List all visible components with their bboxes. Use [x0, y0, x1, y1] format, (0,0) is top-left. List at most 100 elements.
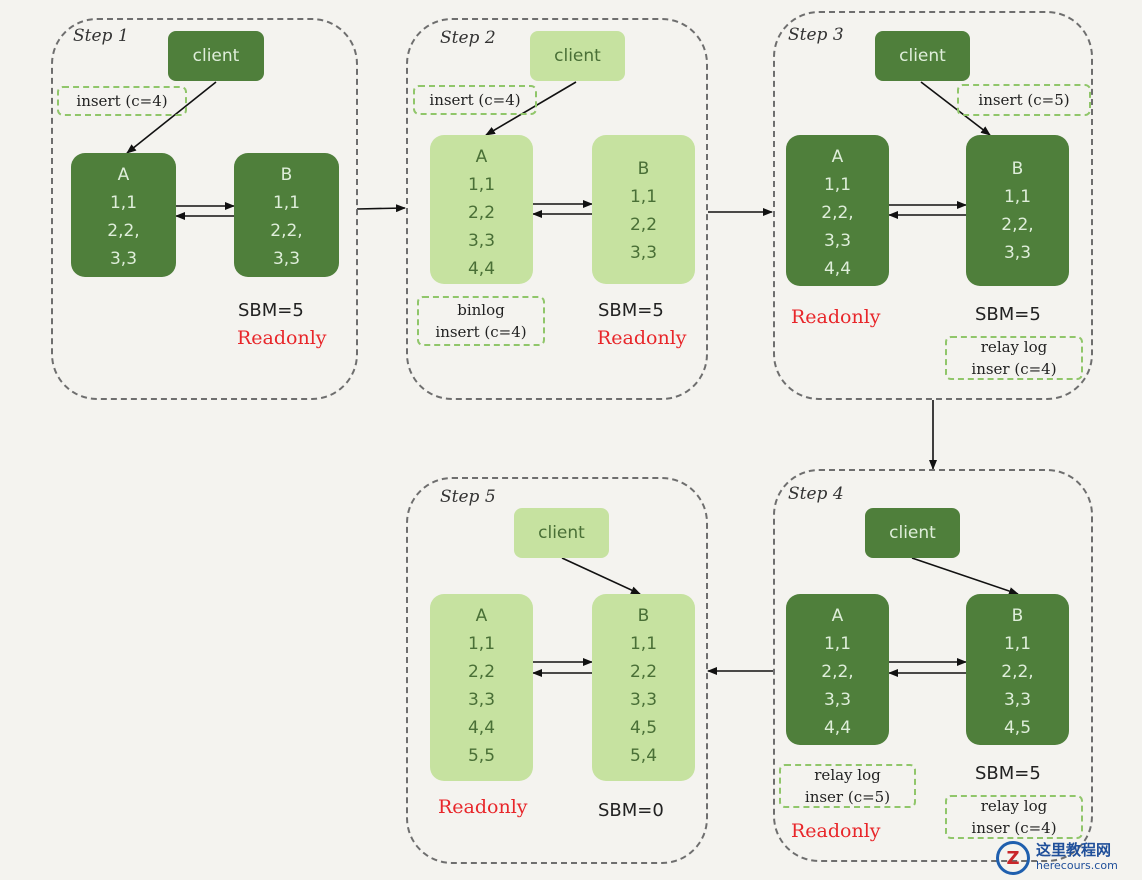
step-2-client-note-text: insert (c=4) — [429, 91, 521, 109]
db-row: 3,3 — [467, 231, 496, 251]
step-5-label: Step 5 — [440, 487, 496, 507]
step-3-db-a: A 1,1 2,2, 3,3 4,4 — [786, 135, 889, 286]
db-row: 3,3 — [1003, 690, 1032, 710]
db-row: 1,1 — [467, 634, 496, 654]
step-3-label: Step 3 — [788, 25, 844, 45]
db-row: 4,4 — [467, 718, 496, 738]
step-1-db-b: B 1,1 2,2, 3,3 — [234, 153, 339, 277]
db-row: 5,4 — [629, 746, 658, 766]
watermark-text: 这里教程网 herecours.com — [1036, 842, 1118, 874]
db-name: A — [475, 606, 488, 626]
relaylog-line: inser (c=5) — [804, 788, 891, 806]
relaylog-line: inser (c=4) — [971, 819, 1057, 837]
watermark: Z 这里教程网 herecours.com — [996, 838, 1138, 878]
step-3-client-note-text: insert (c=5) — [978, 91, 1070, 109]
step-4-frame — [773, 469, 1093, 862]
step-5-frame — [406, 477, 708, 864]
step-4-readonly: Readonly — [791, 820, 881, 842]
db-name: B — [637, 159, 650, 179]
step-2-client-note: insert (c=4) — [413, 85, 537, 115]
db-row: 1,1 — [629, 634, 658, 654]
step-2-label: Step 2 — [440, 28, 496, 48]
step-3-relaylog-note: relay log inser (c=4) — [945, 336, 1083, 380]
db-name: B — [1011, 159, 1024, 179]
db-name: B — [280, 165, 293, 185]
step-1-db-a: A 1,1 2,2, 3,3 — [71, 153, 176, 277]
step-4-sbm: SBM=5 — [975, 763, 1041, 784]
step-5-readonly: Readonly — [438, 796, 528, 818]
db-row: 1,1 — [1003, 634, 1032, 654]
watermark-title: 这里教程网 — [1036, 841, 1112, 859]
db-row: 3,3 — [629, 243, 658, 263]
step-1-frame — [51, 18, 358, 400]
step-5-db-b: B 1,1 2,2 3,3 4,5 5,4 — [592, 594, 695, 781]
step-5-client: client — [514, 508, 609, 558]
db-row: 2,2, — [821, 662, 854, 682]
db-row: 4,4 — [823, 259, 852, 279]
relaylog-line: inser (c=4) — [971, 360, 1057, 378]
step-4-client: client — [865, 508, 960, 558]
db-row: 4,5 — [629, 718, 658, 738]
db-row: 2,2, — [1001, 662, 1034, 682]
step-3-sbm: SBM=5 — [975, 304, 1041, 325]
step-3-client: client — [875, 31, 970, 81]
db-row: 3,3 — [272, 249, 301, 269]
flow-arrow-step1-to-step2 — [356, 204, 406, 213]
step-2-db-b: B 1,1 2,2 3,3 — [592, 135, 695, 284]
step-2-frame — [406, 18, 708, 400]
db-row: 2,2, — [821, 203, 854, 223]
watermark-logo-icon: Z — [996, 841, 1030, 875]
db-row: 4,4 — [467, 259, 496, 279]
step-1-readonly: Readonly — [237, 327, 327, 349]
step-1-client-note: insert (c=4) — [57, 86, 187, 116]
db-row: 1,1 — [272, 193, 301, 213]
db-row: 1,1 — [823, 175, 852, 195]
step-1-label: Step 1 — [73, 26, 129, 46]
db-name: A — [831, 147, 844, 167]
db-row: 2,2 — [629, 662, 658, 682]
step-3-client-note: insert (c=5) — [957, 84, 1091, 116]
relaylog-line: relay log — [980, 797, 1048, 815]
db-name: A — [831, 606, 844, 626]
db-row: 1,1 — [467, 175, 496, 195]
db-row: 5,5 — [467, 746, 496, 766]
db-name: A — [475, 147, 488, 167]
db-row: 2,2, — [1001, 215, 1034, 235]
db-row: 1,1 — [1003, 187, 1032, 207]
db-name: B — [637, 606, 650, 626]
step-4-relaylog-note-b: relay log inser (c=4) — [945, 795, 1083, 839]
db-row: 2,2 — [467, 662, 496, 682]
step-1-client-note-text: insert (c=4) — [76, 92, 168, 110]
step-5-sbm: SBM=0 — [598, 800, 664, 821]
relaylog-line: relay log — [814, 766, 881, 784]
step-3-frame — [773, 11, 1093, 400]
db-row: 1,1 — [823, 634, 852, 654]
binlog-line: insert (c=4) — [435, 323, 527, 341]
db-row: 3,3 — [1003, 243, 1032, 263]
step-2-sbm: SBM=5 — [598, 300, 664, 321]
step-4-label: Step 4 — [788, 484, 844, 504]
db-row: 2,2 — [629, 215, 658, 235]
db-row: 3,3 — [467, 690, 496, 710]
db-name: A — [117, 165, 130, 185]
step-2-db-a: A 1,1 2,2 3,3 4,4 — [430, 135, 533, 284]
db-row: 3,3 — [823, 690, 852, 710]
db-name: B — [1011, 606, 1024, 626]
db-row: 3,3 — [629, 690, 658, 710]
step-4-relaylog-note-a: relay log inser (c=5) — [779, 764, 916, 808]
db-row: 4,4 — [823, 718, 852, 738]
db-row: 1,1 — [109, 193, 138, 213]
step-4-db-b: B 1,1 2,2, 3,3 4,5 — [966, 594, 1069, 745]
step-3-readonly: Readonly — [791, 306, 881, 328]
step-2-readonly: Readonly — [597, 327, 687, 349]
step-3-db-b: B 1,1 2,2, 3,3 — [966, 135, 1069, 286]
step-1-sbm: SBM=5 — [238, 300, 304, 321]
step-5-db-a: A 1,1 2,2 3,3 4,4 5,5 — [430, 594, 533, 781]
db-row: 3,3 — [109, 249, 138, 269]
relaylog-line: relay log — [980, 338, 1048, 356]
db-row: 3,3 — [823, 231, 852, 251]
step-4-db-a: A 1,1 2,2, 3,3 4,4 — [786, 594, 889, 745]
step-2-binlog-note: binlog insert (c=4) — [417, 296, 545, 346]
db-row: 2,2 — [467, 203, 496, 223]
